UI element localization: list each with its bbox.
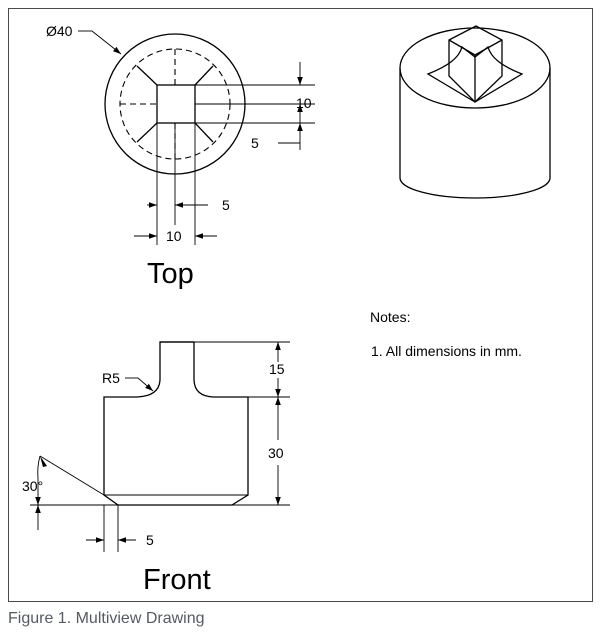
front-view: 15 30 R5 30° [22,341,290,596]
horizontal-square-dimension: 10 [134,228,217,244]
chamfer-width-dimension: 5 [86,505,154,552]
diameter-label: Ø40 [46,23,73,39]
body-height-dimension: 30 [232,397,290,506]
front-view-label: Front [143,564,211,596]
diameter-dimension: Ø40 [46,23,122,55]
body-height-label: 30 [268,445,284,461]
top-view-label: Top [147,258,194,290]
vertical-square-dimension: 10 [195,62,315,125]
note-item: 1. All dimensions in mm. [371,343,522,359]
fillet-dimension: R5 [102,370,154,392]
chamfer-angle-dimension: 30° [22,455,118,530]
top-square [156,84,196,124]
chamfer-angle-label: 30° [22,478,43,494]
cylinder-body [399,68,551,199]
boss-outline [448,25,503,103]
notes: Notes: 1. All dimensions in mm. [370,309,522,359]
chamfer-width-label: 5 [146,532,154,548]
horizontal-offset-dimension: 5 [147,123,230,245]
cylinder-top [399,27,551,109]
boss-height-label: 15 [269,361,285,377]
horizontal-offset-label: 5 [222,197,230,213]
vertical-square-label: 10 [296,95,312,111]
top-view: Ø40 10 5 5 10 [46,23,315,290]
notes-heading: Notes: [370,309,410,325]
front-outline [103,341,249,506]
horizontal-square-label: 10 [166,228,182,244]
fillet-ring [426,45,524,103]
multiview-drawing: Ø40 10 5 5 10 [22,23,551,596]
isometric-view [399,25,551,199]
boss-height-dimension: 15 [194,341,290,398]
vertical-offset-label: 5 [251,135,259,151]
figure-caption: Figure 1. Multiview Drawing [8,610,205,627]
fillet-label: R5 [102,370,120,386]
vertical-offset-dimension: 5 [195,122,315,151]
boss-edges [448,39,503,102]
square-edges [136,65,214,143]
